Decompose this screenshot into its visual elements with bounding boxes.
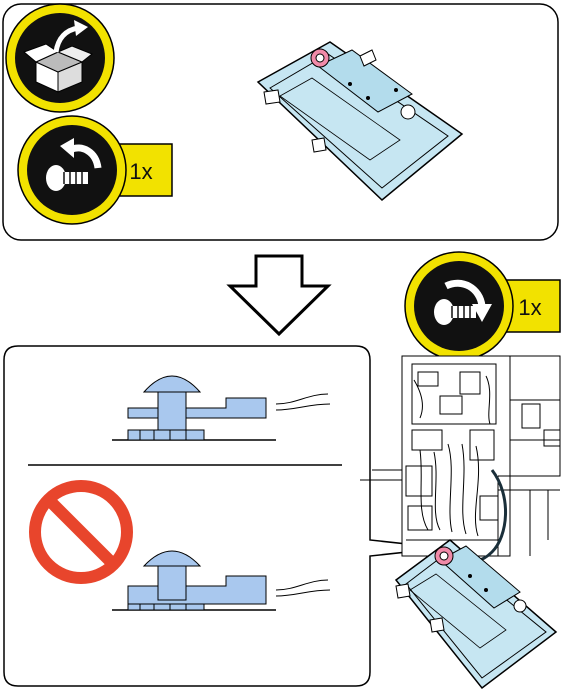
cover-plate-installed [396, 540, 556, 688]
prohibited-icon [35, 486, 127, 578]
screw-count-label: 1x [518, 295, 541, 320]
screw-counterclockwise-icon [18, 116, 126, 224]
screw-clockwise-icon [405, 252, 513, 360]
machine-interior [360, 356, 560, 556]
open-box-icon [6, 4, 114, 112]
down-arrow-icon [230, 256, 328, 334]
screw-group: 1x [405, 252, 560, 360]
unscrew-count-label: 1x [129, 159, 152, 184]
